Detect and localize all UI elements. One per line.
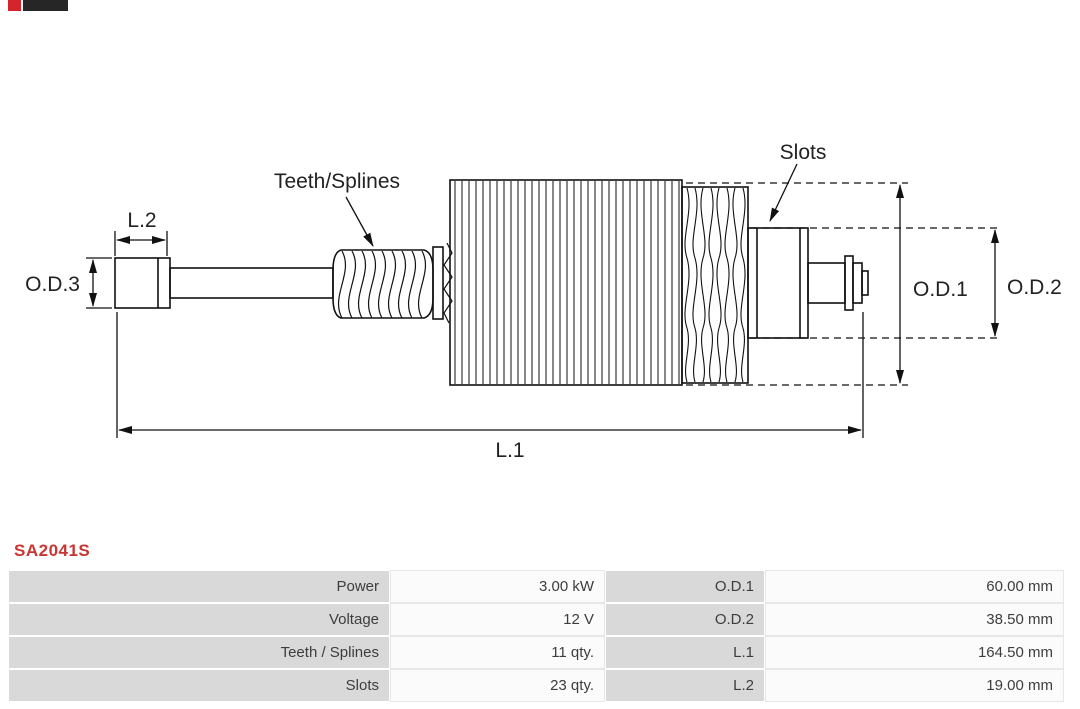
table-row: Teeth / Splines 11 qty. L.1 164.50 mm <box>8 636 1064 669</box>
dim-od1 <box>686 182 908 386</box>
table-row: Voltage 12 V O.D.2 38.50 mm <box>8 603 1064 636</box>
diagram-label-teeth-splines: Teeth/Splines <box>274 170 400 193</box>
spec-value-cell: 19.00 mm <box>765 669 1064 702</box>
collar-and-snap-ring <box>432 242 453 324</box>
spec-value-cell: 60.00 mm <box>765 570 1064 603</box>
commutator-cylinder <box>747 227 809 339</box>
spec-value-cell: 38.50 mm <box>765 603 1064 636</box>
spec-key-cell: O.D.1 <box>605 570 765 603</box>
diagram-label-slots: Slots <box>780 141 827 164</box>
spec-value-cell: 3.00 kW <box>390 570 605 603</box>
spec-key-cell: Slots <box>8 669 390 702</box>
diagram-label-od3: O.D.3 <box>25 273 80 296</box>
diagram-label-od1: O.D.1 <box>913 278 968 301</box>
dim-l1 <box>116 312 864 438</box>
specs-table: Power 3.00 kW O.D.1 60.00 mm Voltage 12 … <box>8 570 1064 702</box>
slots-callout-arrow <box>769 163 798 222</box>
spec-value-cell: 12 V <box>390 603 605 636</box>
shaft <box>169 267 334 299</box>
winding-slots-section <box>681 186 749 384</box>
spec-value-cell: 23 qty. <box>390 669 605 702</box>
part-number: SA2041S <box>14 541 91 560</box>
spec-key-cell: Power <box>8 570 390 603</box>
shaft-right-tip <box>807 255 869 311</box>
table-row: Slots 23 qty. L.2 19.00 mm <box>8 669 1064 702</box>
brand-logo-dark-segment <box>23 0 68 11</box>
spec-key-cell: Teeth / Splines <box>8 636 390 669</box>
armature-technical-diagram: Teeth/Splines Slots O.D.3 O.D.1 O.D.2 L.… <box>25 141 1062 462</box>
spec-value-cell: 164.50 mm <box>765 636 1064 669</box>
dimension-lines <box>86 163 1002 438</box>
diagram-label-l2: L.2 <box>127 209 156 232</box>
brand-logo <box>8 0 68 11</box>
diagram-labels: Teeth/Splines Slots O.D.3 O.D.1 O.D.2 L.… <box>25 141 1062 462</box>
spec-value-cell: 11 qty. <box>390 636 605 669</box>
spec-key-cell: Voltage <box>8 603 390 636</box>
spline-section <box>332 249 434 319</box>
shaft-left-end <box>114 257 171 309</box>
teeth-splines-callout-arrow <box>345 196 374 247</box>
spec-key-cell: O.D.2 <box>605 603 765 636</box>
dim-od3 <box>86 257 112 309</box>
table-row: Power 3.00 kW O.D.1 60.00 mm <box>8 570 1064 603</box>
core-laminations <box>449 179 683 386</box>
armature-part <box>114 179 869 386</box>
dim-l2 <box>114 231 168 256</box>
spec-key-cell: L.1 <box>605 636 765 669</box>
spec-key-cell: L.2 <box>605 669 765 702</box>
diagram-label-od2: O.D.2 <box>1007 276 1062 299</box>
diagram-label-l1: L.1 <box>495 439 524 462</box>
brand-logo-red-segment <box>8 0 21 11</box>
dim-od2 <box>750 227 1002 339</box>
